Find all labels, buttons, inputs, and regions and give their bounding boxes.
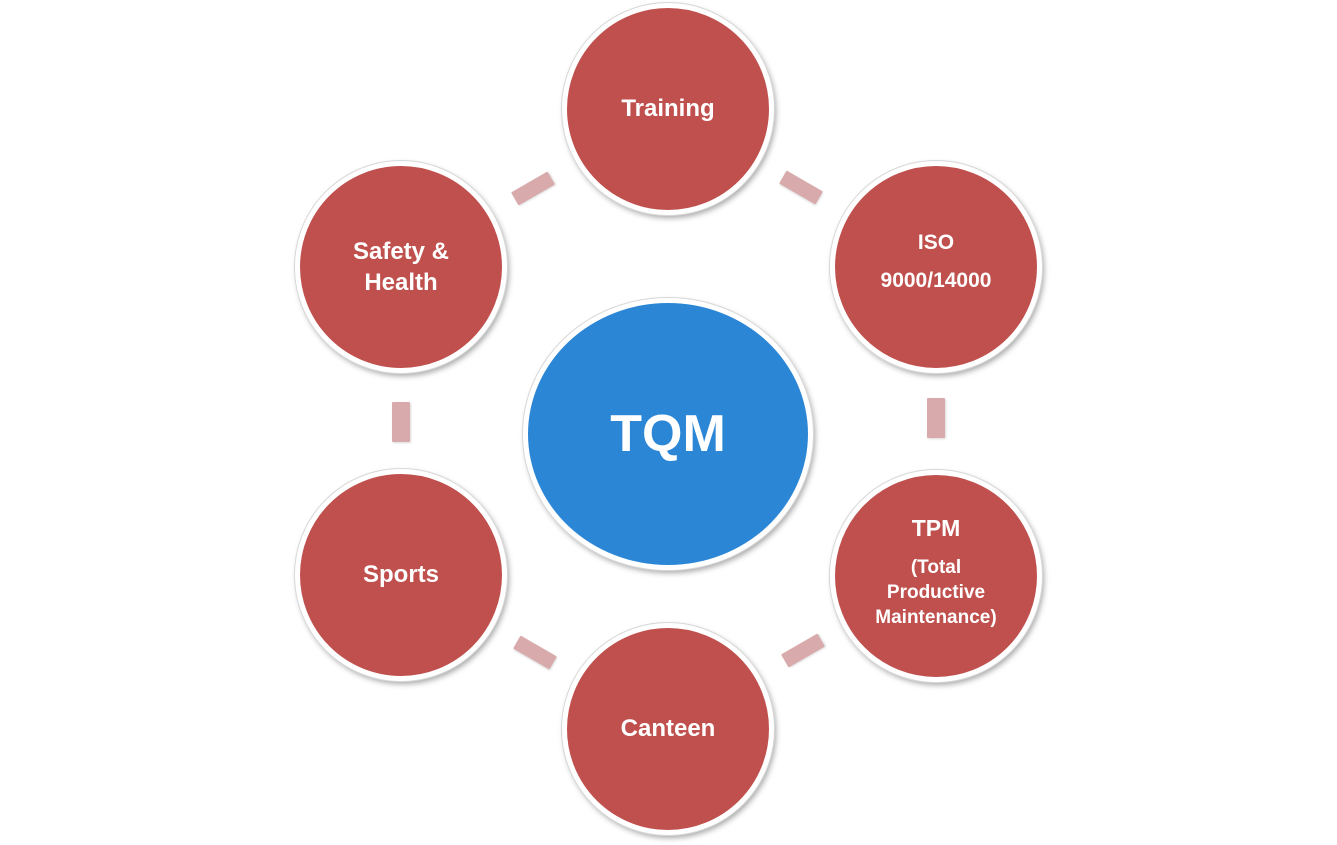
connector-sports-safety — [392, 402, 410, 442]
center-label: TQM — [610, 405, 726, 463]
node-iso: ISO 9000/14000 — [830, 161, 1042, 373]
connector-training-iso — [779, 170, 823, 205]
node-iso-label-line2: 9000/14000 — [880, 269, 992, 292]
node-iso-label-line1: ISO — [917, 231, 955, 254]
connector-iso-tpm — [927, 398, 945, 438]
node-tpm: TPM (Total Productive Maintenance) — [830, 470, 1042, 682]
node-sports-label: Sports — [362, 561, 439, 588]
node-tpm-label-line4: Maintenance) — [875, 606, 997, 628]
connector-canteen-sports — [513, 635, 557, 670]
node-canteen: Canteen — [562, 623, 774, 835]
node-canteen-label: Canteen — [620, 715, 716, 742]
connector-tpm-canteen — [781, 633, 825, 668]
node-tpm-label-line1: TPM — [911, 514, 961, 541]
node-sports: Sports — [295, 469, 507, 681]
node-safety-label-line2: Health — [364, 269, 438, 296]
node-safety-label-line1: Safety & — [352, 238, 450, 265]
node-training: Training — [562, 3, 774, 215]
node-tpm-label-line3: Productive — [886, 581, 986, 603]
node-tpm-label-line2: (Total — [910, 556, 962, 578]
center-node-tqm: TQM — [523, 298, 813, 570]
node-training-label: Training — [621, 95, 715, 122]
node-safety-health: Safety & Health — [295, 161, 507, 373]
connector-safety-training — [511, 171, 555, 206]
